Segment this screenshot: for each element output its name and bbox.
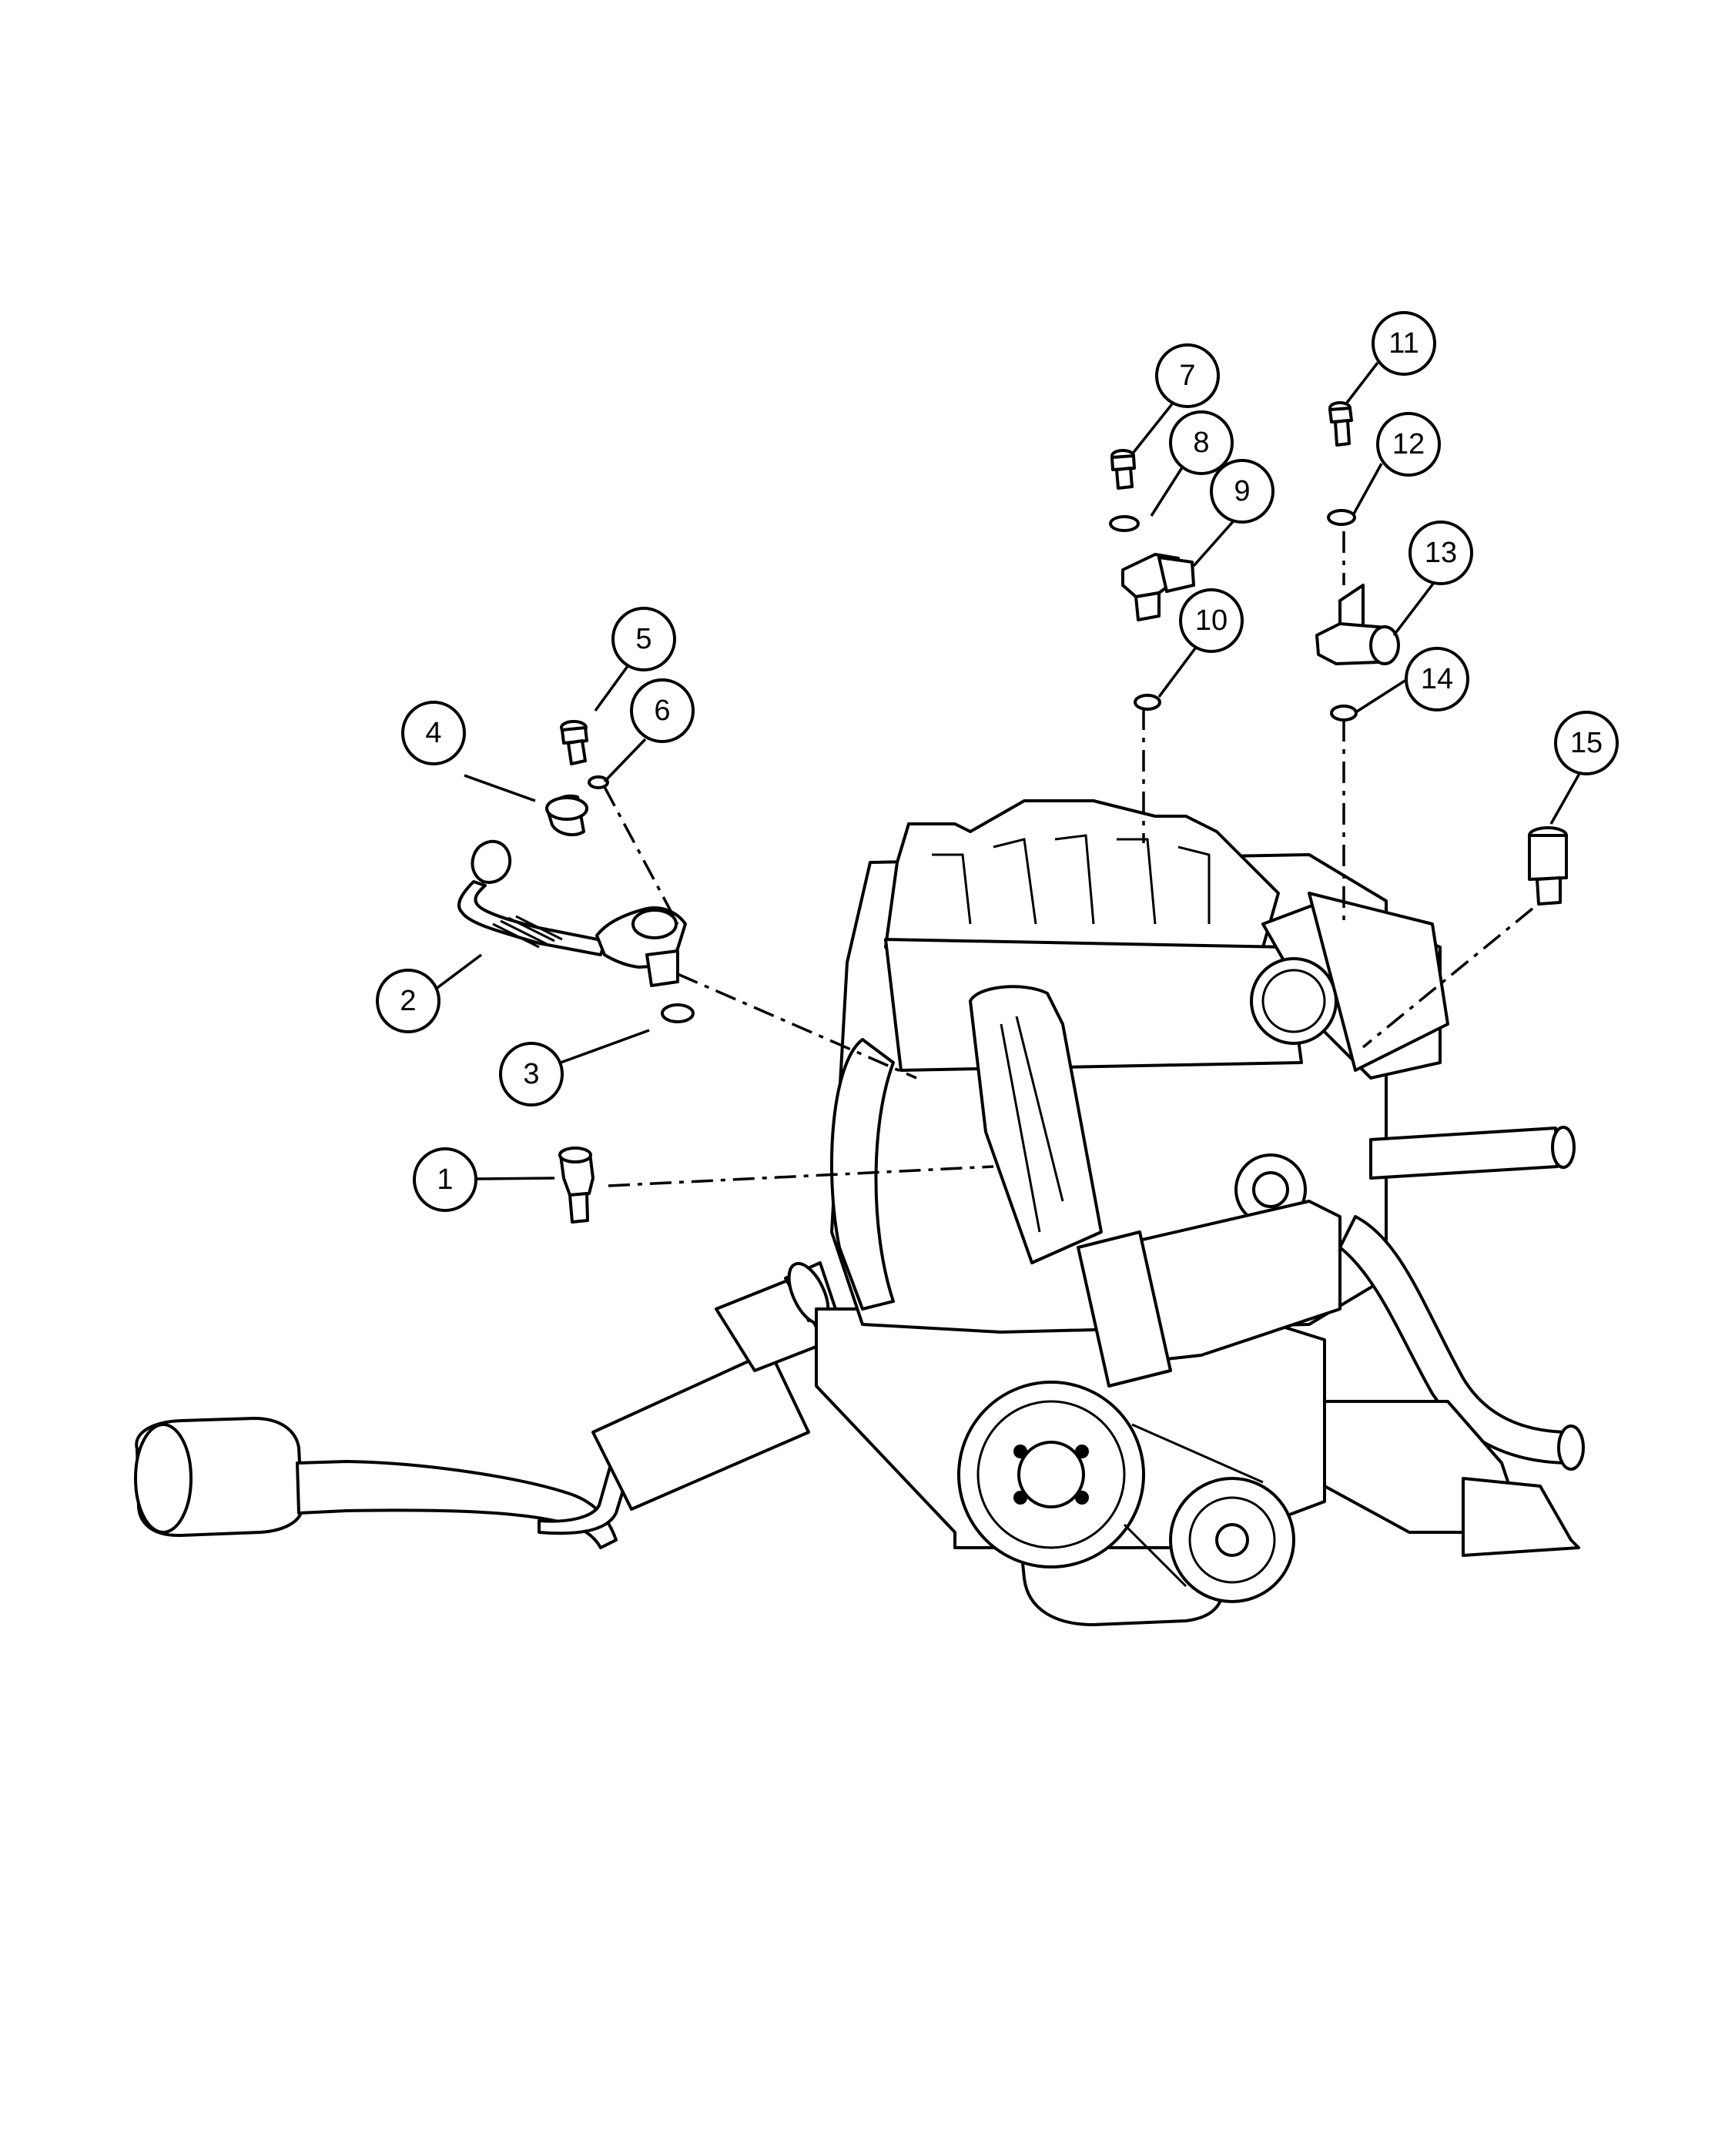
part-9-sensor-drawing [1121,553,1195,621]
callout-10: 10 [1179,588,1244,653]
callout-9: 9 [1210,459,1274,524]
svg-text:2: 2 [400,985,416,1017]
part-13-sensor-drawing [1315,584,1400,665]
part-10-oring-drawing [1134,694,1161,711]
part-11-bolt-drawing [1328,401,1353,447]
part-7-bolt-drawing [1110,449,1136,490]
callout-6: 6 [630,678,695,743]
svg-text:10: 10 [1195,604,1228,637]
part-3-oring-drawing [661,1003,695,1023]
part-14-oring-drawing [1330,705,1358,721]
part-6-washer-drawing [588,775,609,789]
callout-2: 2 [376,969,440,1033]
assembly-lines [603,531,1534,1187]
svg-text:6: 6 [654,695,670,727]
callout-1: 1 [413,1147,477,1212]
callout-15: 15 [1554,711,1619,775]
svg-text:1: 1 [437,1163,453,1196]
part-15-switch-drawing [1528,826,1568,906]
callout-3: 3 [499,1042,564,1106]
callout-5: 5 [611,607,676,671]
svg-text:12: 12 [1392,428,1425,460]
svg-text:15: 15 [1570,727,1603,759]
callout-13: 13 [1408,521,1473,585]
svg-text:3: 3 [523,1058,539,1090]
callout-14: 14 [1405,647,1469,711]
svg-text:5: 5 [635,623,651,655]
part-2-sensor-harness-drawing [457,839,687,987]
svg-text:11: 11 [1388,327,1419,360]
svg-text:13: 13 [1425,537,1457,569]
part-12-washer-drawing [1327,509,1356,526]
part-1-sensor-drawing [558,1147,595,1224]
part-4-seal-drawing [545,794,588,837]
svg-text:7: 7 [1179,360,1195,392]
part-8-washer-drawing [1109,515,1140,532]
svg-text:8: 8 [1193,427,1209,459]
callout-11: 11 [1372,311,1436,376]
engine-assembly-drawing [815,799,1585,1626]
callout-12: 12 [1376,412,1441,477]
exhaust-pipe-drawing [134,1261,837,1549]
svg-text:9: 9 [1234,475,1250,507]
part-5-bolt-drawing [560,720,588,765]
callout-8: 8 [1169,410,1234,475]
callout-4: 4 [401,701,466,765]
callout-7: 7 [1155,343,1220,408]
svg-text:4: 4 [425,717,441,749]
svg-text:14: 14 [1421,663,1453,695]
